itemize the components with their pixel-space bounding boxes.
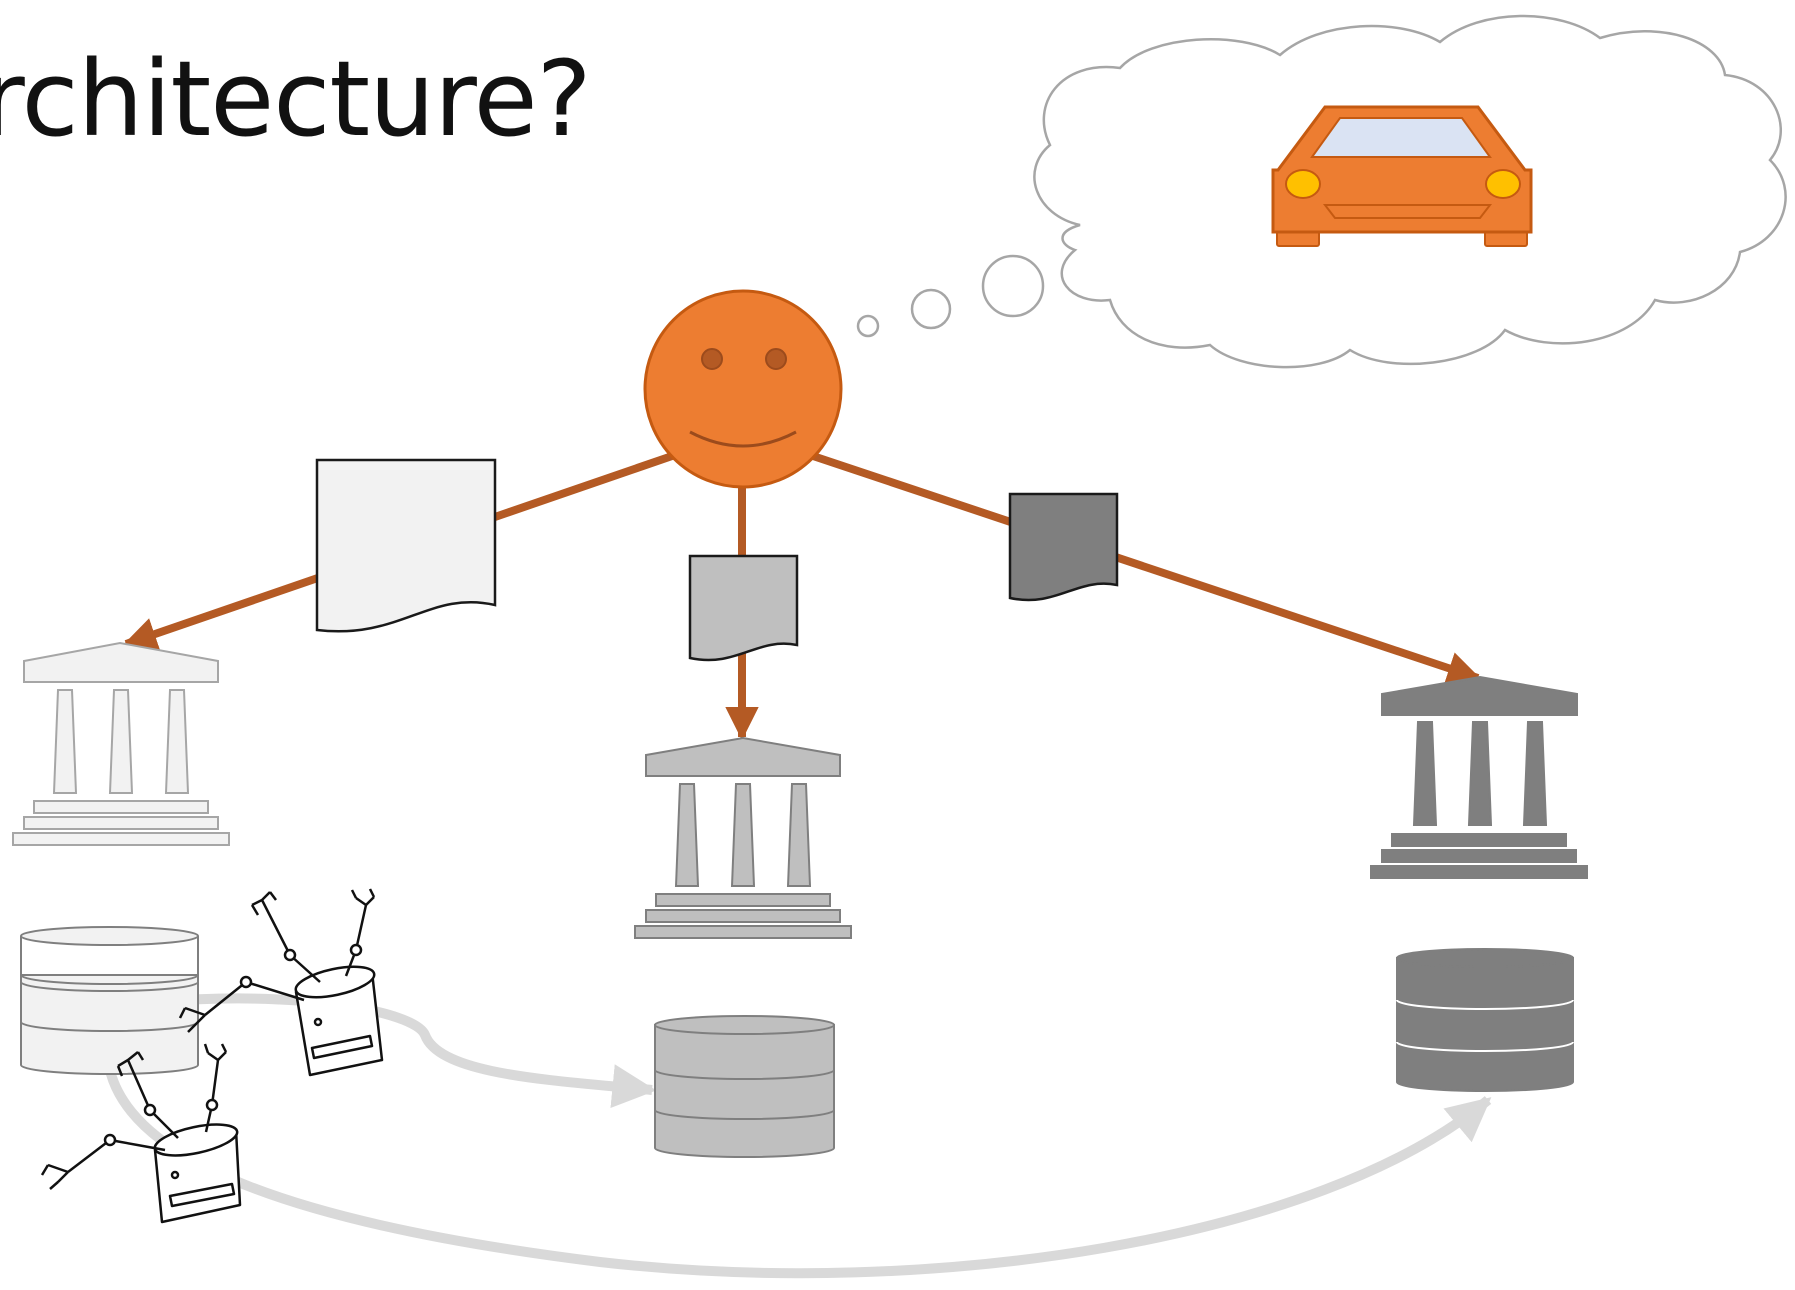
database-icon-medium — [654, 1015, 835, 1158]
document-icon-light — [315, 458, 497, 633]
document-icon-medium — [688, 554, 799, 662]
car-icon — [1271, 105, 1533, 247]
thought-bubble-large — [981, 254, 1045, 318]
person-head — [643, 289, 843, 489]
robot-arm-icon-upper — [178, 888, 384, 1077]
thought-bubble-small — [856, 314, 880, 338]
database-icon-dark — [1396, 948, 1574, 1092]
person-eye-left — [701, 348, 723, 370]
arrow-to-right-institution — [808, 451, 1482, 685]
documents — [315, 458, 1119, 662]
car-headlight-left — [1285, 169, 1321, 199]
bank-building-icon-light — [12, 641, 230, 846]
robot-arm-icon-lower — [40, 1043, 242, 1224]
car-headlight-right — [1485, 169, 1521, 199]
bank-building-icon-dark — [1370, 675, 1588, 879]
smiley-face-icon — [643, 289, 843, 489]
bank-building-icon-medium — [634, 736, 852, 939]
car-grille — [1322, 204, 1493, 219]
person-eye-right — [765, 348, 787, 370]
slide-title: rchitecture? — [0, 38, 592, 160]
person-smile — [689, 430, 797, 448]
document-icon-dark — [1008, 492, 1119, 602]
car-windshield — [1310, 117, 1492, 158]
database-icon-light — [20, 926, 199, 1075]
flow-arrow-to-middle-database — [159, 993, 657, 1109]
thought-bubble-medium — [910, 288, 952, 330]
